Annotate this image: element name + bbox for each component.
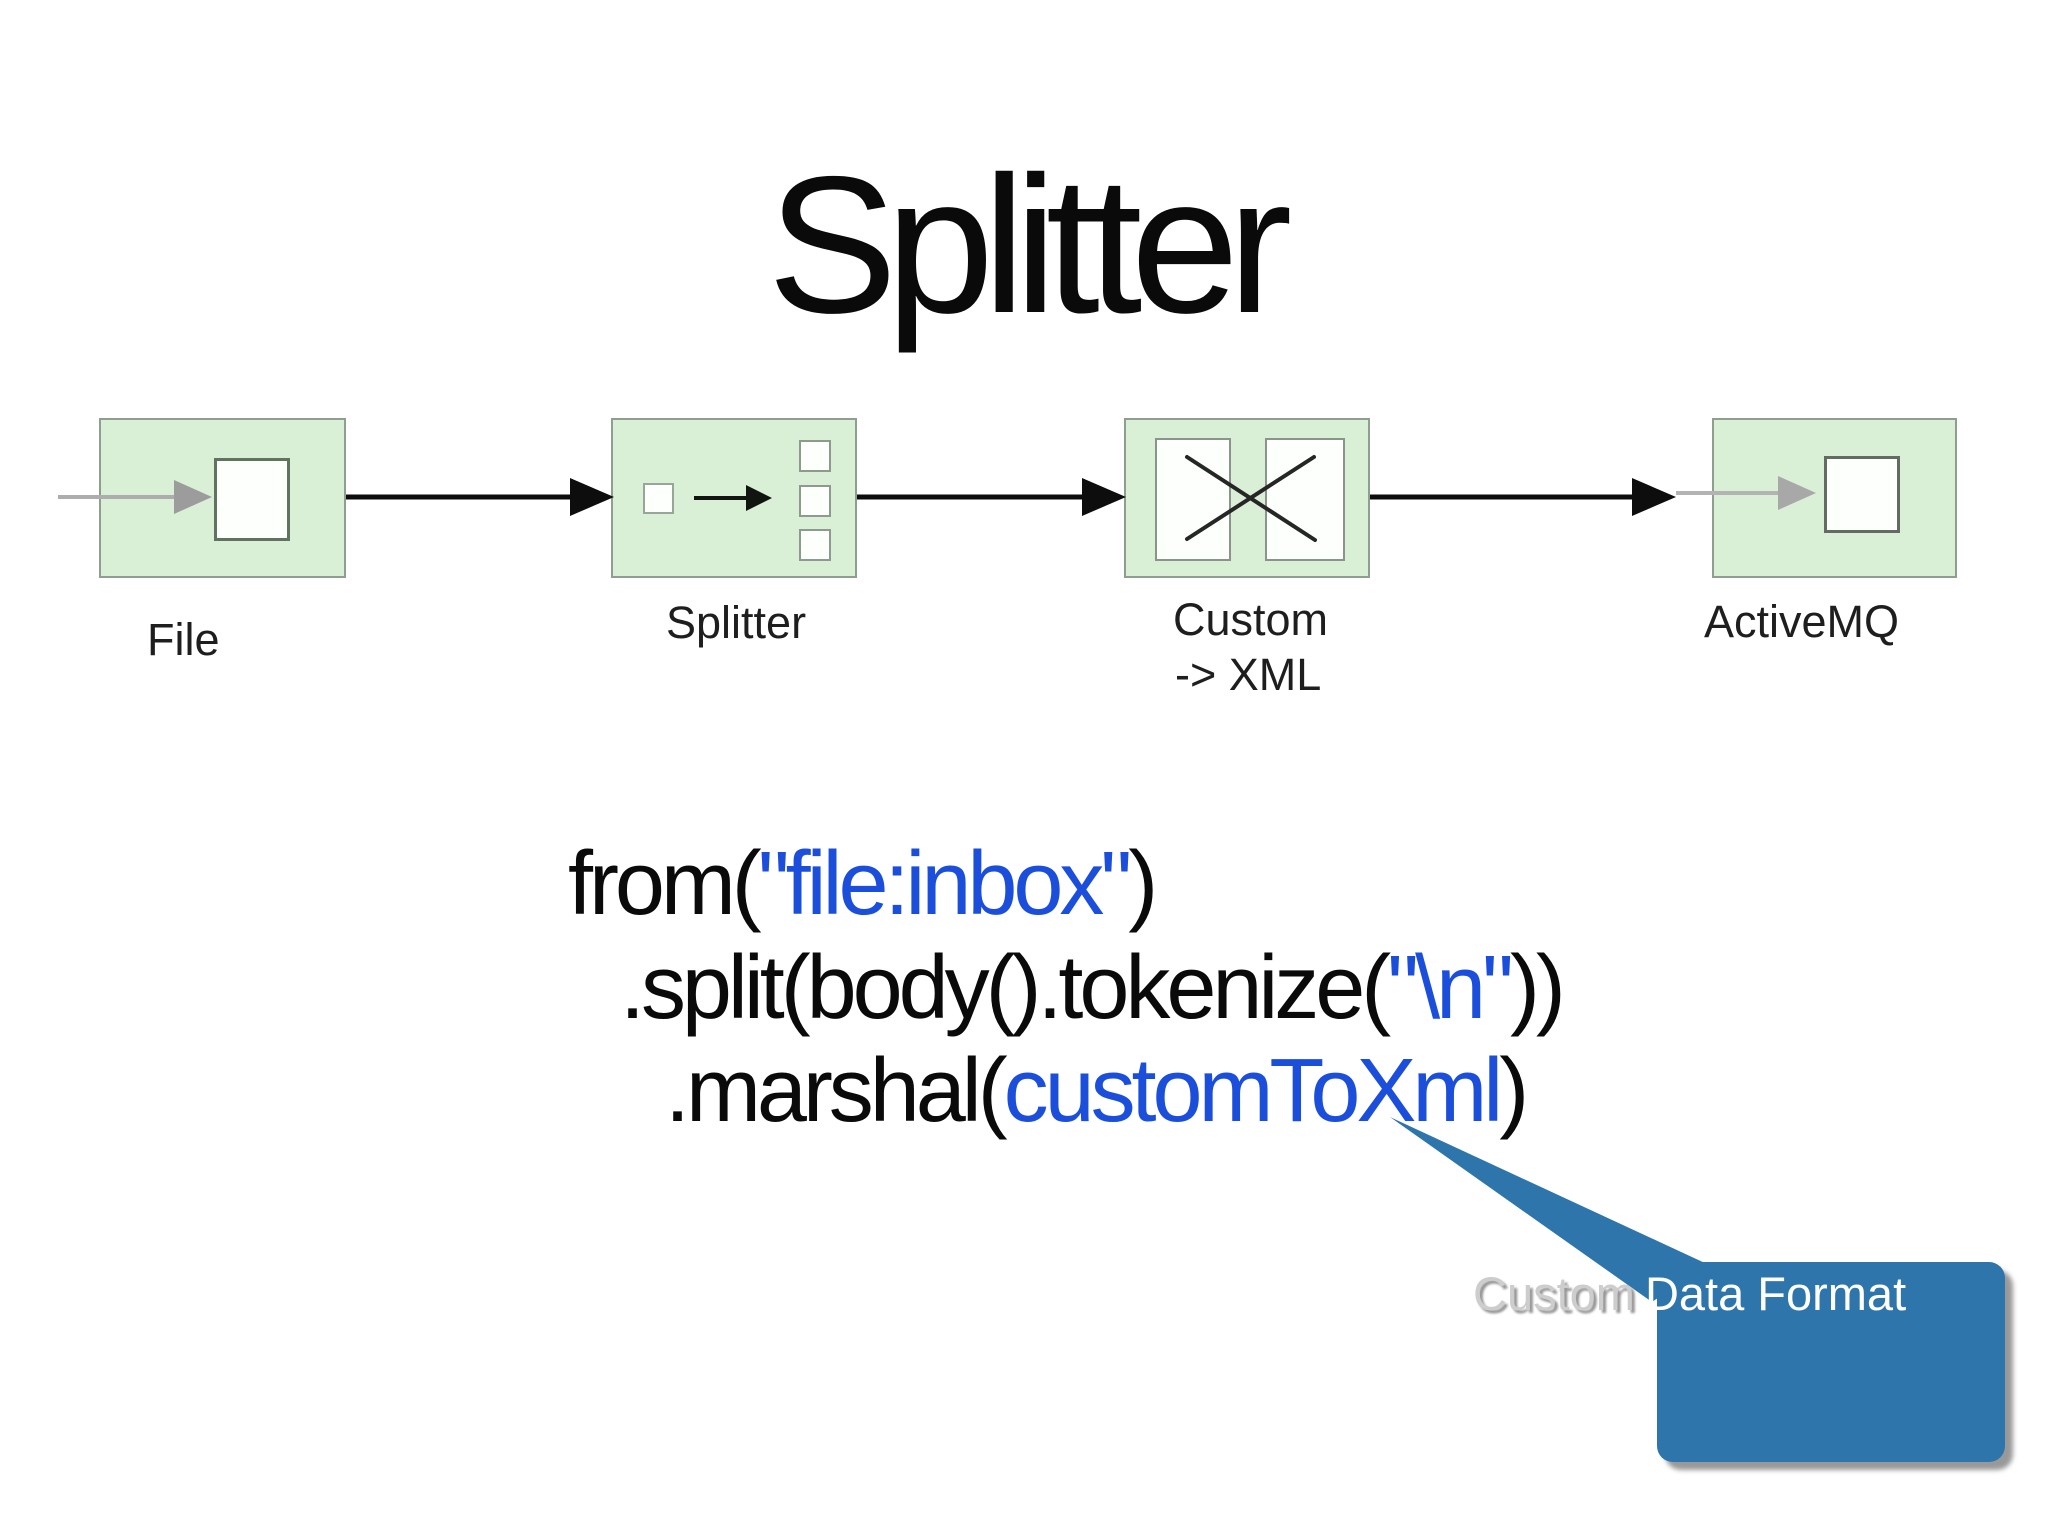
node-label-splitter: Splitter bbox=[666, 597, 807, 648]
callout-label: Data Format bbox=[1644, 1267, 1907, 1320]
flow-arrow-custom-to-activemq bbox=[1370, 478, 1676, 516]
node-label-custom: Custom bbox=[1173, 594, 1329, 645]
flow-arrow-file-to-splitter bbox=[346, 478, 614, 516]
code-segment: .split(body().tokenize( bbox=[620, 938, 1391, 1038]
node-label-activemq: ActiveMQ bbox=[1704, 596, 1900, 647]
split-output-icon bbox=[799, 440, 831, 472]
callout-box bbox=[1657, 1262, 2005, 1462]
code-line-2: .split(body().tokenize("\n")) bbox=[620, 936, 1566, 1040]
callout-pointer-icon bbox=[1390, 1117, 1707, 1302]
code-segment-highlight: customToXml bbox=[1003, 1041, 1504, 1141]
flow-arrow-splitter-to-custom bbox=[857, 478, 1126, 516]
code-line-3: .marshal(customToXml) bbox=[665, 1039, 1529, 1143]
input-arrow-icon bbox=[58, 480, 212, 514]
split-output-icon bbox=[799, 485, 831, 517]
page-title: Splitter bbox=[767, 136, 1292, 354]
queue-input-arrow-icon bbox=[1676, 476, 1816, 510]
code-segment-highlight: "file:inbox" bbox=[757, 834, 1133, 934]
transform-source-icon bbox=[1155, 438, 1231, 561]
callout-ghost-text: Custom bbox=[1473, 1267, 1635, 1320]
node-label-file: File bbox=[147, 614, 220, 665]
flow-node-file bbox=[99, 418, 346, 578]
transform-target-icon bbox=[1265, 438, 1345, 561]
splitter-internal-arrow-icon bbox=[694, 485, 772, 511]
queue-endpoint-icon bbox=[1824, 456, 1900, 533]
node-label-xml: -> XML bbox=[1175, 649, 1322, 700]
code-segment: )) bbox=[1509, 938, 1566, 1038]
flow-node-activemq bbox=[1712, 418, 1957, 578]
code-segment: ) bbox=[1499, 1041, 1529, 1141]
code-line-1: from("file:inbox") bbox=[568, 832, 1158, 936]
message-endpoint-icon bbox=[214, 458, 290, 541]
split-input-icon bbox=[643, 483, 674, 514]
split-output-icon bbox=[799, 529, 831, 561]
code-segment: .marshal( bbox=[665, 1041, 1008, 1141]
code-segment: ) bbox=[1128, 834, 1158, 934]
code-segment-highlight: "\n" bbox=[1387, 938, 1514, 1038]
code-segment: from( bbox=[568, 834, 762, 934]
transform-x-icon bbox=[1185, 455, 1317, 542]
